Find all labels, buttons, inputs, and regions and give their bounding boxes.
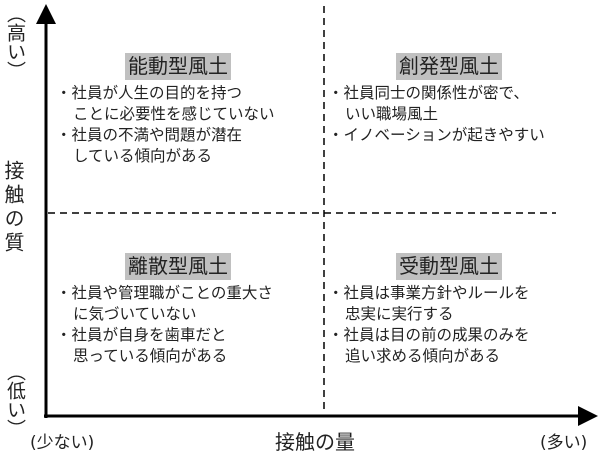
quadrant-bullets-passive: ・社員は事業方針やルールを忠実に実行する ・社員は目の前の成果のみを追い求める傾… [328, 283, 530, 367]
x-axis-label: 接触の量 [275, 430, 355, 454]
y-axis-low-label: （低い） [4, 362, 26, 438]
x-axis-high-label: (多い) [540, 433, 588, 453]
bullet-item: ・イノベーションが起きやすい [328, 126, 545, 144]
y-axis-label: 接触の質 [1, 160, 25, 256]
x-axis-low-label: (少ない) [30, 433, 95, 453]
quadrant-title-dispersed: 離散型風土 [125, 253, 231, 280]
bullet-item: ・社員同士の関係性が密で、いい職場風土 [328, 84, 529, 123]
bullet-item: ・社員や管理職がことの重大さに気づいていない [56, 284, 273, 323]
bullet-item: ・社員が自身を歯車だと思っている傾向がある [56, 326, 228, 365]
quadrant-bullets-active: ・社員が人生の目的を持つことに必要性を感じていない ・社員の不満や問題が潜在して… [56, 83, 275, 167]
y-axis-arrow-icon [36, 4, 56, 24]
bullet-item: ・社員の不満や問題が潜在している傾向がある [56, 126, 243, 165]
x-axis-arrow-icon [578, 406, 598, 426]
quadrant-title-emergent: 創発型風土 [396, 53, 502, 80]
bullet-item: ・社員は目の前の成果のみを追い求める傾向がある [328, 326, 530, 365]
bullet-item: ・社員が人生の目的を持つことに必要性を感じていない [56, 84, 275, 123]
quadrant-title-passive: 受動型風土 [396, 253, 502, 280]
quadrant-title-active: 能動型風土 [125, 53, 231, 80]
bullet-item: ・社員は事業方針やルールを忠実に実行する [328, 284, 530, 323]
y-axis-high-label: （高い） [4, 4, 26, 80]
quadrant-bullets-dispersed: ・社員や管理職がことの重大さに気づいていない ・社員が自身を歯車だと思っている傾… [56, 283, 273, 367]
quadrant-bullets-emergent: ・社員同士の関係性が密で、いい職場風土 ・イノベーションが起きやすい [328, 83, 545, 146]
